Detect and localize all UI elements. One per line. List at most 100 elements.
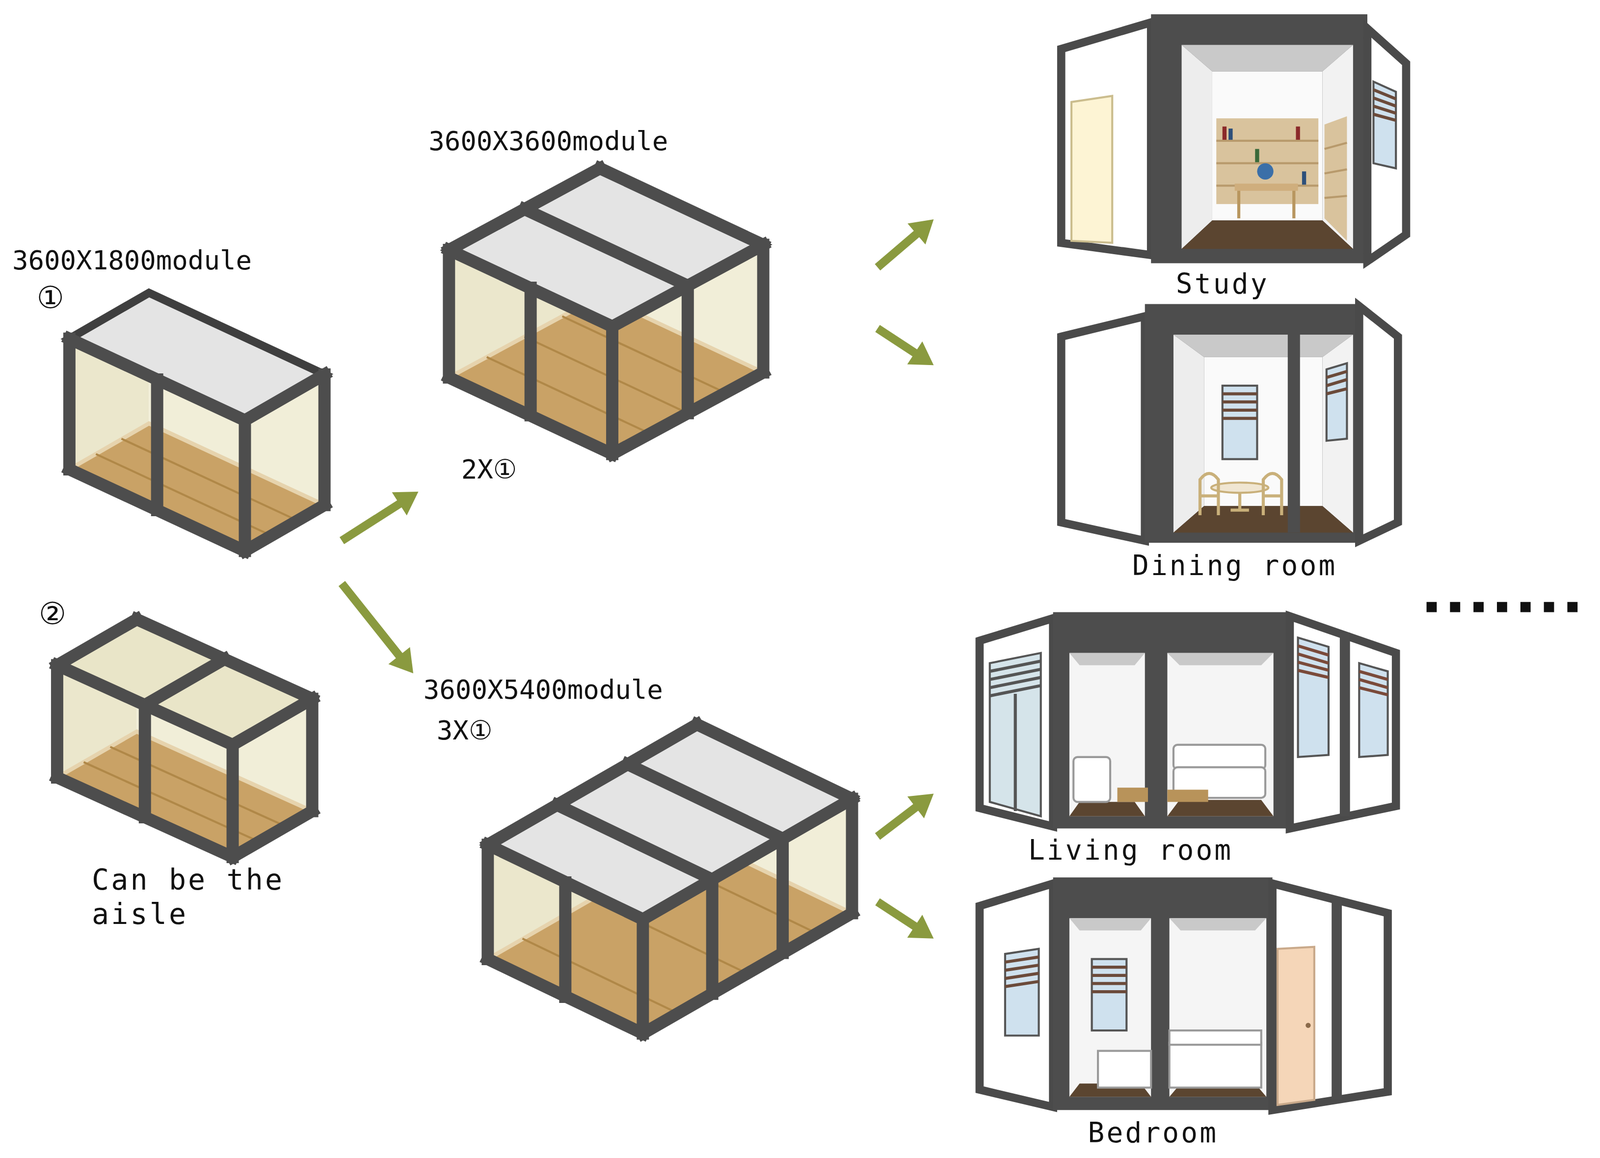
arrow-shaft	[877, 228, 923, 267]
continuation-dots	[1473, 602, 1484, 613]
arrow-head	[907, 914, 934, 939]
living-room-figure	[1053, 612, 1290, 829]
bedroom-figure	[1069, 918, 1151, 1097]
living-room-figure	[1117, 787, 1148, 802]
living-room-figure	[1359, 671, 1388, 695]
bedroom-figure	[1169, 1042, 1262, 1088]
study-room-figure	[1254, 149, 1259, 163]
living-room-figure	[989, 653, 1041, 817]
dining-room-figure	[1287, 334, 1301, 533]
study-room-figure	[1150, 14, 1368, 264]
bedroom-figure	[1169, 1030, 1262, 1045]
study-room-figure	[1324, 116, 1348, 241]
dining-room-figure	[1326, 371, 1348, 395]
dining-room-figure	[1145, 304, 1360, 544]
bedroom-figure	[1005, 957, 1040, 987]
module-one-figure	[69, 293, 325, 552]
arrow-shaft	[877, 328, 922, 357]
flow-arrow	[877, 328, 934, 366]
dining-room-figure	[1061, 316, 1145, 541]
living-room-figure	[1167, 653, 1274, 666]
room-figure: Dining room	[933, 301, 1409, 592]
module-note: ①	[36, 279, 65, 317]
study-room-figure	[1212, 71, 1323, 221]
module-figure: 3600X5400module3X①	[413, 668, 878, 1040]
module-two-figure	[56, 619, 313, 857]
dining-room-figure	[1230, 492, 1249, 510]
module-triple-figure	[487, 724, 853, 1034]
bedroom-figure	[979, 883, 1054, 1108]
living-room-figure	[1359, 663, 1388, 758]
living-room-figure	[979, 618, 1054, 827]
flow-arrow	[877, 902, 934, 939]
dining-room-figure	[1326, 363, 1348, 441]
study-room-figure	[1324, 142, 1348, 198]
study-room-figure	[1238, 190, 1294, 219]
dining-room-figure	[1322, 334, 1353, 533]
dining-room-figure	[1222, 394, 1258, 419]
living-room-figure	[1167, 800, 1274, 817]
arrow-head	[907, 341, 934, 366]
module-double-figure	[449, 168, 764, 454]
continuation-dots	[1544, 602, 1555, 613]
bedroom-figure	[1305, 1022, 1311, 1028]
living-room-figure	[1069, 653, 1146, 666]
arrow-head	[388, 647, 414, 674]
module-double-figure	[449, 168, 764, 454]
arrow-head	[392, 491, 419, 516]
module-note: 3X①	[436, 715, 493, 747]
dining-room-figure	[1061, 304, 1398, 544]
study-room-figure	[1061, 22, 1151, 256]
flow-arrow	[877, 219, 934, 268]
flow-arrow	[341, 583, 414, 674]
flow-arrow	[877, 794, 934, 837]
module-figure: 3600X3600module 2X①	[418, 117, 878, 495]
room-figure: Bedroom	[933, 872, 1409, 1154]
study-room-figure	[1367, 28, 1407, 262]
arrow-head	[907, 219, 934, 245]
living-room-figure	[1289, 616, 1396, 829]
module-label: Living room	[1028, 833, 1233, 867]
module-figure: ②Can be the aisle	[30, 591, 327, 944]
living-room-figure	[1298, 645, 1329, 678]
study-room-figure	[1061, 14, 1407, 264]
arrow-shaft	[877, 902, 922, 931]
study-room-figure	[1216, 140, 1319, 186]
room-figure: Study	[933, 8, 1414, 303]
living-room-figure	[1073, 757, 1111, 802]
dining-room-figure	[1200, 473, 1219, 516]
dining-room-figure	[1263, 473, 1282, 516]
module-label: 3600X3600module	[428, 125, 668, 158]
module-one-figure	[69, 338, 325, 551]
bedroom-figure	[1092, 959, 1127, 1032]
module-two-figure	[83, 746, 286, 842]
bedroom-figure	[1169, 918, 1267, 1097]
module-label: 3600X1800module	[12, 244, 252, 277]
bedroom-figure	[1005, 949, 1040, 1037]
module-triple-figure	[487, 724, 853, 920]
room-figure: Living room	[933, 602, 1409, 870]
study-room-figure	[1234, 183, 1299, 191]
continuation-dots	[1426, 602, 1438, 613]
module-note: 2X①	[461, 453, 518, 486]
living-room-figure	[1167, 789, 1208, 802]
living-room-figure	[989, 661, 1041, 812]
arrow-shaft	[341, 499, 406, 541]
study-room-figure	[1256, 163, 1274, 180]
bedroom-figure	[1092, 967, 1127, 992]
living-room-figure	[1069, 801, 1146, 817]
study-room-figure	[1373, 89, 1396, 121]
module-note: Can be the aisle	[91, 863, 312, 933]
module-label: Bedroom	[1088, 1116, 1219, 1150]
living-room-figure	[1173, 745, 1266, 770]
arrow-head	[907, 794, 934, 819]
continuation-dots	[1426, 602, 1578, 613]
continuation-dots	[1496, 602, 1508, 613]
bedroom-figure	[1331, 900, 1342, 1101]
dining-room-figure	[1173, 334, 1354, 358]
study-room-figure	[1322, 44, 1353, 249]
arrow-shaft	[341, 583, 404, 662]
living-room-figure	[979, 612, 1396, 829]
